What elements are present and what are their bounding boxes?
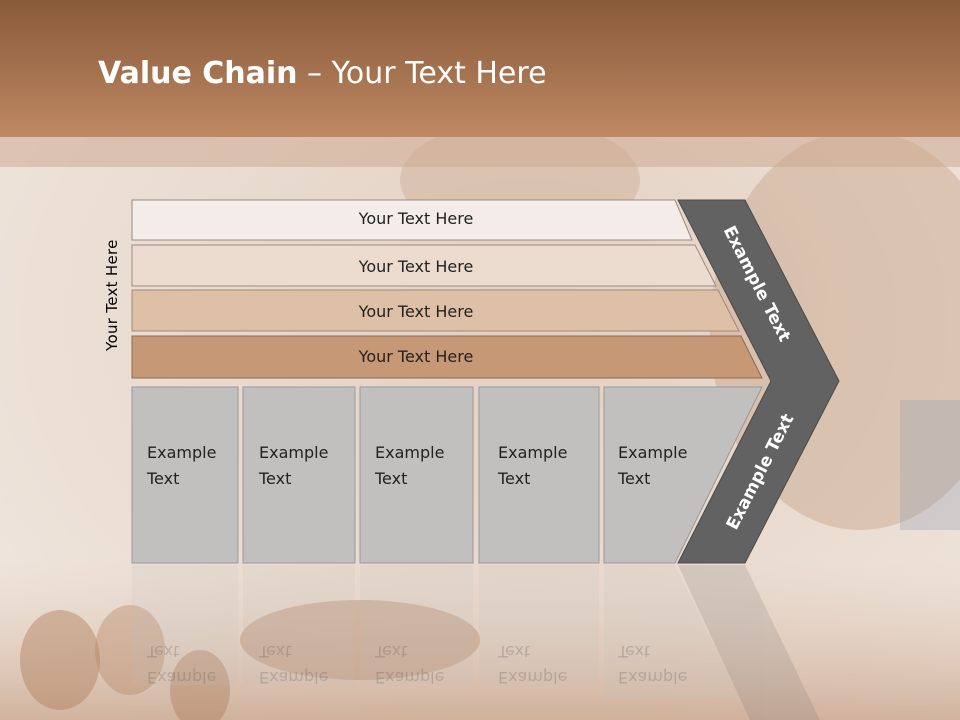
title-bold: Value Chain (98, 56, 298, 91)
column-box-5[interactable] (603, 386, 763, 564)
column-label-3-line1: Example (375, 443, 445, 462)
column-label-5-line2: Text (618, 469, 651, 488)
row-bar-1[interactable] (131, 199, 693, 241)
row-bar-4[interactable] (131, 335, 763, 379)
column-label-4-line2: Text (498, 469, 531, 488)
column-label-1-line2: Text (147, 469, 180, 488)
column-label-5: Example Text (618, 440, 687, 492)
column-box-2[interactable] (242, 386, 356, 564)
column-label-1-line1: Example (147, 443, 217, 462)
column-label-2-line1: Example (259, 443, 329, 462)
column-label-5-line1: Example (618, 443, 688, 462)
reflection (132, 565, 820, 720)
row-label-4: Your Text Here (358, 347, 474, 366)
column-label-1: Example Text (147, 440, 216, 492)
header-bar (0, 0, 960, 137)
column-label-3: Example Text (375, 440, 444, 492)
column-label-3-line2: Text (375, 469, 408, 488)
row-bar-2[interactable] (131, 244, 717, 287)
column-box-4[interactable] (478, 386, 600, 564)
side-label-text: Your Text Here (103, 239, 121, 351)
column-label-4: Example Text (498, 440, 567, 492)
row-label-2: Your Text Here (358, 257, 474, 276)
column-label-2-line2: Text (259, 469, 292, 488)
row-label-3: Your Text Here (358, 302, 474, 321)
row-label-1: Your Text Here (358, 209, 474, 228)
chevron-arrow[interactable] (677, 199, 840, 564)
column-box-3[interactable] (359, 386, 474, 564)
header-band (0, 137, 960, 167)
row-bar-3[interactable] (131, 289, 740, 332)
column-label-4-line1: Example (498, 443, 568, 462)
title-rest: – Your Text Here (297, 56, 547, 91)
column-box-1[interactable] (131, 386, 239, 564)
column-label-2: Example Text (259, 440, 328, 492)
slide-title: Value Chain – Your Text Here (98, 56, 547, 91)
